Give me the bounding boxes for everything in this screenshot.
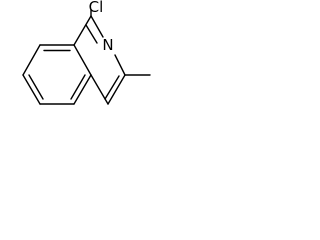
isoquinoline-structure: Cl N <box>22 0 151 105</box>
double-bond-c4a-c5 <box>70 74 86 100</box>
bond-c4-c4a <box>90 74 109 105</box>
bond-c8a-c4a <box>73 44 92 76</box>
nitrogen-atom-label: N <box>102 36 113 54</box>
bond-c1-n2 <box>90 15 104 38</box>
double-bond-c6-c7 <box>28 74 44 100</box>
benzo-ring <box>22 44 92 105</box>
bond-c8a-c1 <box>73 15 92 46</box>
bond-c7-c8 <box>22 44 41 76</box>
bond-c3-c4 <box>107 74 126 105</box>
structure-canvas: Cl N <box>0 0 180 132</box>
bond-c6-c7 <box>22 74 41 105</box>
bond-c4a-c5 <box>73 74 92 105</box>
double-bond-c3-c4 <box>104 75 120 100</box>
chlorine-atom-label: Cl <box>89 0 104 16</box>
bond-n2-c3 <box>114 54 126 76</box>
double-bond-c1-n2 <box>85 24 98 44</box>
pyridine-ring <box>73 15 126 105</box>
